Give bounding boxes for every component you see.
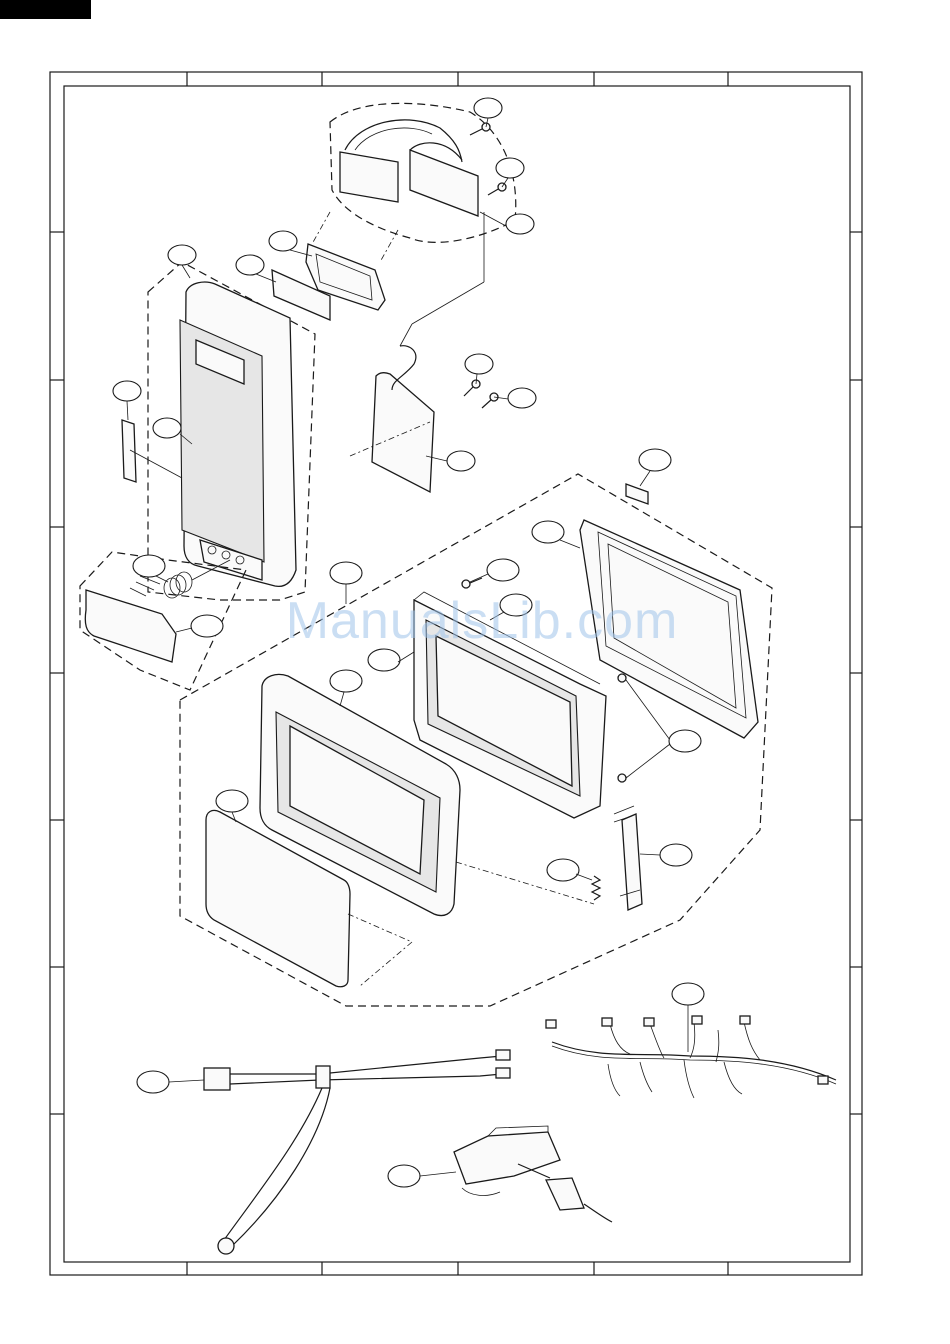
- screw-icon: [464, 380, 480, 396]
- spring-icon: [164, 572, 192, 598]
- switch-holder-part: [454, 1126, 612, 1222]
- flat-cable-group: [330, 103, 516, 242]
- screw-icon: [470, 123, 490, 135]
- wire-harness-part: [546, 1016, 836, 1098]
- latch-head-part: [456, 806, 642, 910]
- screw-icon: [462, 578, 482, 588]
- display-holder-part: [272, 212, 398, 320]
- control-panel-group: [122, 262, 315, 600]
- screw-icon: [618, 674, 626, 682]
- watermark-text: ManualsLib.com: [286, 592, 679, 650]
- screw-icon: [482, 393, 498, 408]
- screw-icon: [618, 774, 626, 782]
- key-unit-pcb: [350, 212, 498, 492]
- spring-icon: [592, 876, 600, 900]
